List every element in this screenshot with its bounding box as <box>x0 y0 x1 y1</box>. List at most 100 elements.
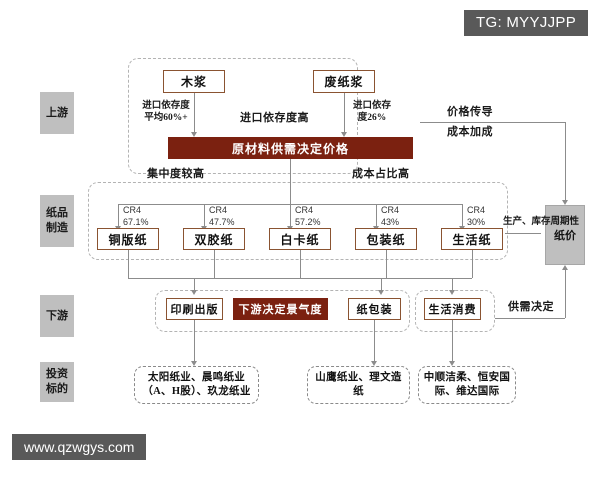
node-tissue-paper[interactable]: 生活纸 <box>441 228 503 250</box>
cr4-value-coated-paper: 67.1% <box>123 217 149 227</box>
node-downstream-prosperity[interactable]: 下游决定景气度 <box>233 298 328 320</box>
annotation-concentration-high: 集中度较高 <box>147 168 205 180</box>
connector-supply-demand-up <box>565 268 566 318</box>
stage-label-upstream-text: 上游 <box>46 106 68 119</box>
stem-white-card-paper <box>290 204 291 228</box>
stage-label-downstream-text: 下游 <box>46 309 68 322</box>
node-raw-material-price-bar[interactable]: 原材料供需决定价格 <box>168 137 413 159</box>
bus-downstream-top <box>128 278 472 279</box>
arrow-targets-tissue <box>448 361 455 366</box>
upstream-group-container <box>128 58 358 174</box>
cr4-value-packaging-paper: 43% <box>381 217 400 227</box>
node-paper-price[interactable]: 纸价 <box>545 205 585 265</box>
arrow-targets-packaging <box>370 361 377 366</box>
arrow-targets-pulp <box>190 361 197 366</box>
node-offset-paper[interactable]: 双胶纸 <box>183 228 245 250</box>
node-printing-publishing[interactable]: 印刷出版 <box>166 298 223 320</box>
target-pill-tissue-text: 中顺洁柔、恒安国际、维达国际 <box>423 372 511 397</box>
arrow-waste-pulp <box>340 132 347 137</box>
arrow-wood-pulp <box>190 132 197 137</box>
annotation-cost-plus: 成本加成 <box>447 126 493 138</box>
arrow-price-transmission <box>561 200 568 205</box>
node-tissue-paper-label: 生活纸 <box>452 232 492 247</box>
stem-coated-paper <box>118 204 119 228</box>
annotation-cost-share-high: 成本占比高 <box>352 168 410 180</box>
site-watermark: www.qzwgys.com <box>12 434 147 460</box>
cr4-label-offset-paper: CR4 <box>209 205 228 215</box>
node-packaging-paper[interactable]: 包装纸 <box>355 228 417 250</box>
cr4-label-white-card-paper: CR4 <box>295 205 314 215</box>
stage-label-paper-manufacturing: 纸品 制造 <box>40 195 74 247</box>
target-pill-packaging[interactable]: 山鹰纸业、理文造纸 <box>307 366 410 404</box>
connector-price-transmission-drop <box>565 122 566 202</box>
cr4-value-white-card-paper: 57.2% <box>295 217 321 227</box>
connector-packaging-down <box>386 250 387 278</box>
stem-paper-packaging <box>381 278 382 292</box>
cr4-label-packaging-paper: CR4 <box>381 205 400 215</box>
node-white-card-paper[interactable]: 白卡纸 <box>269 228 331 250</box>
arrow-paper-packaging <box>377 290 384 295</box>
node-raw-material-price-bar-label: 原材料供需决定价格 <box>231 141 349 156</box>
connector-production-cycle <box>505 233 541 234</box>
node-wood-pulp[interactable]: 木浆 <box>163 70 225 93</box>
node-packaging-paper-label: 包装纸 <box>366 232 406 247</box>
node-printing-publishing-label: 印刷出版 <box>170 304 219 316</box>
stage-label-investment-targets: 投资 标的 <box>40 362 74 402</box>
cr4-value-tissue-paper: 30% <box>467 217 486 227</box>
connector-offset-down <box>214 250 215 278</box>
connector-wood-pulp <box>194 93 195 133</box>
stem-tissue-paper <box>462 204 463 228</box>
node-paper-packaging-label: 纸包装 <box>356 304 393 316</box>
annotation-import-dependency-high: 进口依存度高 <box>240 112 309 124</box>
arrow-daily-consumption <box>448 290 455 295</box>
cr4-value-offset-paper: 47.7% <box>209 217 235 227</box>
node-offset-paper-label: 双胶纸 <box>194 232 234 247</box>
connector-targets-tissue <box>452 320 453 363</box>
annotation-production-inventory-cycle: 生产、库存周期性 <box>503 217 580 227</box>
stem-daily-consumption <box>452 278 453 292</box>
node-daily-consumption[interactable]: 生活消费 <box>424 298 481 320</box>
stem-printing-publishing <box>194 278 195 292</box>
node-white-card-paper-label: 白卡纸 <box>280 232 320 247</box>
cr4-label-tissue-paper: CR4 <box>467 205 486 215</box>
paper-products-group-container <box>88 182 508 260</box>
downstream-consumption-container <box>415 290 495 332</box>
annotation-wood-pulp-import: 进口依存度平均60%+ <box>142 101 190 123</box>
connector-coated-down <box>128 250 129 278</box>
stem-offset-paper <box>204 204 205 228</box>
node-downstream-prosperity-label: 下游决定景气度 <box>238 304 323 316</box>
target-pill-packaging-text: 山鹰纸业、理文造纸 <box>315 372 402 397</box>
node-daily-consumption-label: 生活消费 <box>428 304 477 316</box>
node-waste-paper-pulp[interactable]: 废纸浆 <box>313 70 375 93</box>
connector-supply-demand <box>495 318 565 319</box>
node-paper-packaging[interactable]: 纸包装 <box>348 298 401 320</box>
target-pill-tissue[interactable]: 中顺洁柔、恒安国际、维达国际 <box>418 366 516 404</box>
connector-waste-pulp <box>344 93 345 133</box>
cr4-label-coated-paper: CR4 <box>123 205 142 215</box>
connector-tissue-down <box>472 250 473 278</box>
arrow-supply-demand <box>561 265 568 270</box>
annotation-price-transmission: 价格传导 <box>447 106 493 118</box>
target-pill-pulp-paper-text: 太阳纸业、晨鸣纸业（A、H股）、玖龙纸业 <box>142 372 251 397</box>
node-coated-paper-label: 铜版纸 <box>108 232 148 247</box>
connector-targets-pulp <box>194 320 195 363</box>
stage-label-investment-targets-text: 投资 标的 <box>46 368 68 395</box>
target-pill-pulp-paper[interactable]: 太阳纸业、晨鸣纸业（A、H股）、玖龙纸业 <box>134 366 259 404</box>
tg-handle-badge: TG: MYYJJPP <box>464 10 588 36</box>
stage-label-downstream: 下游 <box>40 295 74 337</box>
arrow-printing-publishing <box>190 290 197 295</box>
connector-price-transmission <box>420 122 565 123</box>
node-paper-price-label: 纸价 <box>554 230 576 242</box>
downstream-group-container <box>155 290 410 332</box>
stem-packaging-paper <box>376 204 377 228</box>
stage-label-upstream: 上游 <box>40 92 74 134</box>
node-coated-paper[interactable]: 铜版纸 <box>97 228 159 250</box>
stage-label-paper-manufacturing-text: 纸品 制造 <box>46 207 68 234</box>
connector-targets-packaging <box>374 320 375 363</box>
node-waste-paper-pulp-label: 废纸浆 <box>324 75 364 89</box>
connector-whitecard-down <box>300 250 301 278</box>
node-wood-pulp-label: 木浆 <box>180 75 207 89</box>
annotation-supply-demand-decides: 供需决定 <box>508 301 554 313</box>
connector-price-bar-down <box>290 159 291 204</box>
